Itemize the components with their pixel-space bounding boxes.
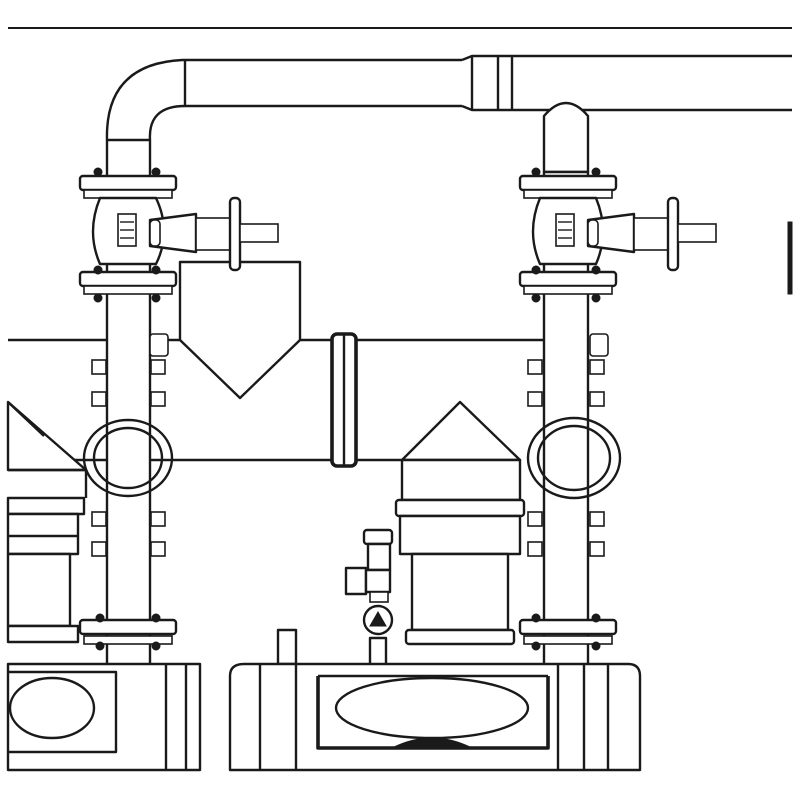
right-edge-mark	[787, 221, 793, 295]
manifold-coupling	[330, 332, 358, 468]
center-stub	[276, 628, 298, 666]
left-gas-valve	[78, 167, 279, 303]
header-pipe	[105, 54, 792, 141]
right-burner-fan	[394, 400, 526, 646]
center-boiler-section	[228, 662, 642, 772]
left-burner-fan	[6, 400, 88, 644]
pressure-relief-valve	[344, 528, 394, 670]
left-boiler-section	[6, 662, 202, 772]
right-header-branch	[542, 101, 590, 174]
flue-collar	[178, 260, 302, 400]
right-gas-valve	[518, 167, 717, 303]
